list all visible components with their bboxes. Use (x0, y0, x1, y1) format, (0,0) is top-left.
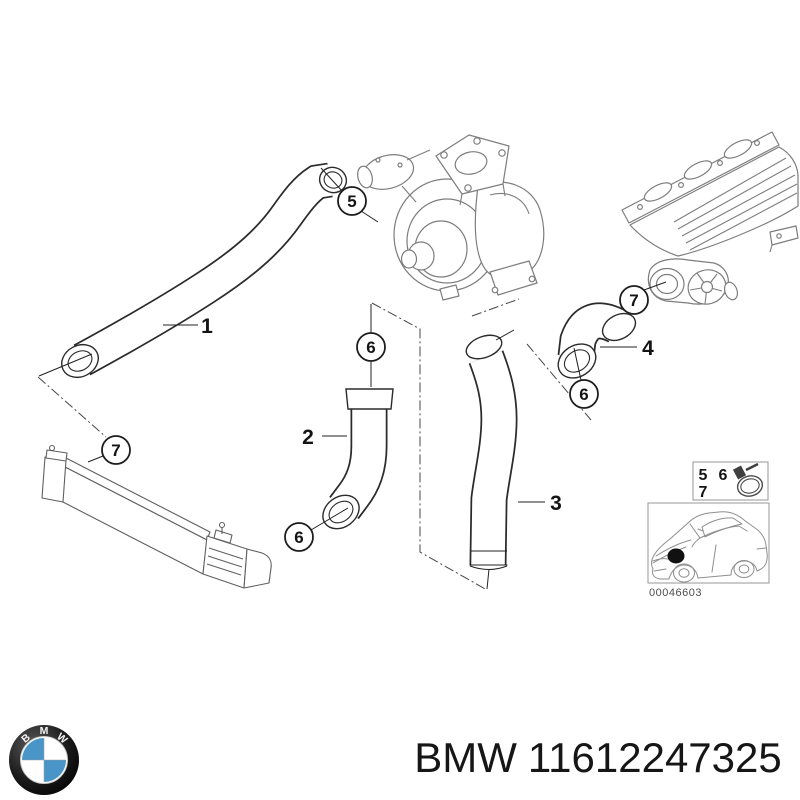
car-location-inset: 00046603 (647, 502, 770, 599)
callout-6b: 6 (294, 528, 303, 547)
intake-manifold-drawing (621, 131, 799, 305)
callout-5-circle (337, 186, 367, 216)
hose-3-drawing (465, 334, 518, 570)
hose-2-drawing (322, 388, 394, 530)
turbocharger-drawing (357, 134, 545, 301)
logo-letter-m: M (40, 725, 49, 737)
brand-text: BMW (414, 734, 517, 781)
leader-lines (38, 167, 667, 590)
callout-7a-circle (101, 435, 131, 465)
legend-item-6: 6 (719, 467, 728, 484)
callout-6b-circle (284, 522, 314, 552)
callout-6a: 6 (366, 338, 375, 357)
bmw-logo: B M W (9, 725, 79, 795)
hose-clamp-icon (732, 462, 764, 497)
callout-7a: 7 (111, 441, 120, 460)
part-label-4: 4 (642, 337, 654, 360)
callout-circles: 5 6 6 6 7 7 (101, 186, 649, 552)
callout-7b: 7 (629, 291, 638, 310)
image-code: 00046603 (649, 587, 702, 599)
car-outline (651, 511, 768, 583)
callout-6c: 6 (579, 385, 588, 404)
part-label-3: 3 (550, 492, 562, 515)
part-labels: 1 2 3 4 (163, 315, 654, 515)
legend-item-5: 5 (699, 467, 708, 484)
part-number-value: 11612247325 (528, 734, 782, 781)
logo-quadrant-ne (44, 738, 66, 760)
part-label-2: 2 (302, 426, 314, 449)
callout-6c-circle (569, 379, 599, 409)
hose-1-drawing (61, 162, 348, 379)
legend-item-7: 7 (699, 484, 708, 501)
logo-quadrant-nw (22, 738, 44, 760)
logo-quadrant-sw (22, 760, 44, 782)
callout-6a-circle (356, 332, 386, 362)
location-dot (667, 548, 685, 564)
callout-7b-circle (619, 285, 649, 315)
legend-box: 5 6 7 (692, 461, 769, 501)
intercooler-drawing (41, 444, 272, 589)
callout-5: 5 (347, 192, 356, 211)
zone-boundary-lines (37, 298, 592, 591)
logo-quadrant-se (44, 760, 66, 782)
part-label-1: 1 (201, 315, 213, 338)
